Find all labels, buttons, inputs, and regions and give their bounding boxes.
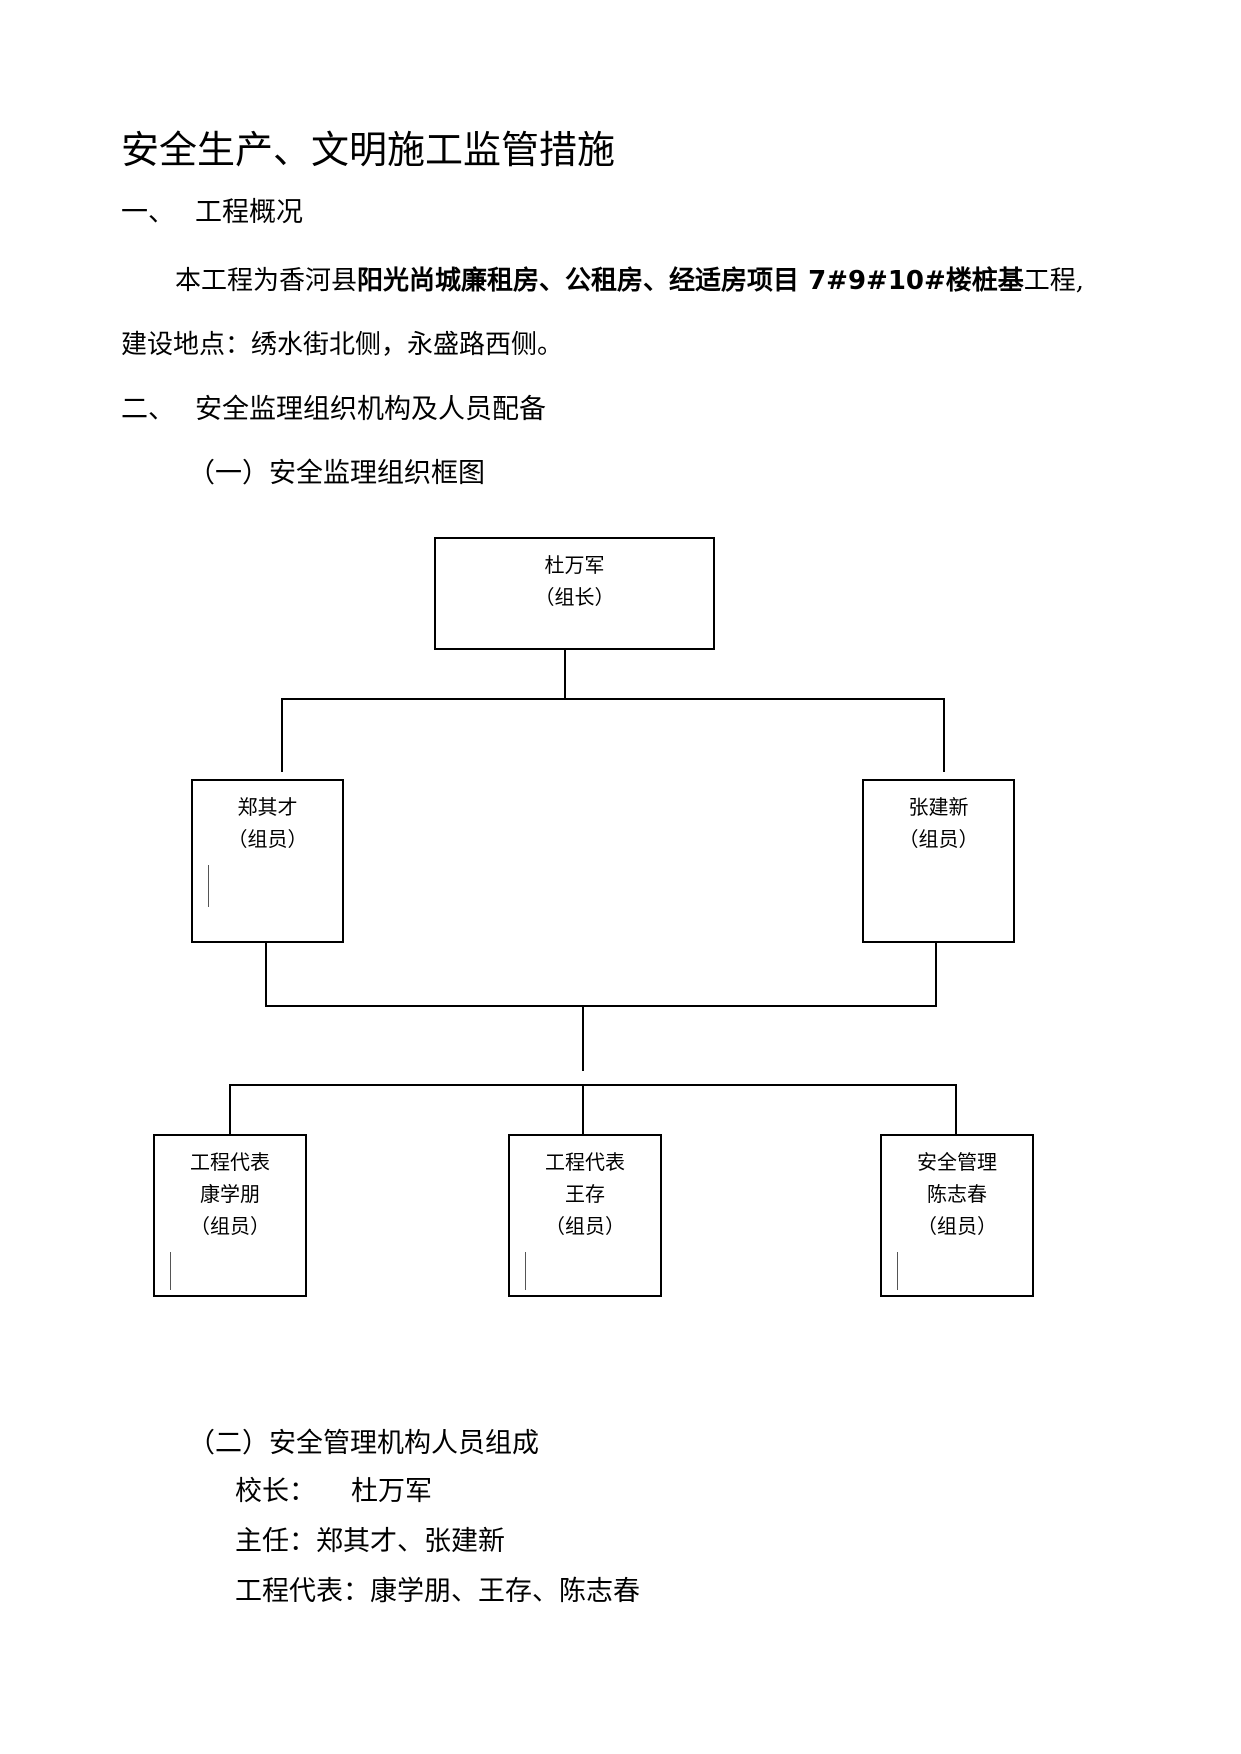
connector-level2-left (281, 698, 283, 772)
section2-heading: 二、安全监理组织机构及人员配备 (121, 393, 546, 427)
staff-1-name: 康学朋 (200, 1182, 260, 1206)
para-pre: 本工程为香河县 (175, 266, 358, 296)
members-line-2: 主任：郑其才、张建新 (235, 1526, 505, 1557)
subsection-org-chart-heading: （一）安全监理组织框图 (188, 458, 485, 489)
project-name: 阳光尚城廉租房、公租房、经适房项目 7#9#10#楼桩基 (357, 266, 1024, 296)
connector-member-2-down (935, 943, 937, 1007)
member-2-name: 张建新 (908, 795, 969, 819)
member-2-role: （组员） (898, 827, 979, 851)
member-1-name: 郑其才 (237, 795, 298, 819)
connector-merge-down (582, 1005, 584, 1071)
org-box-member-2: 张建新 （组员） (862, 779, 1015, 943)
staff-3-role: （组员） (917, 1214, 997, 1238)
connector-level3-right (955, 1084, 957, 1135)
members-line-1-value: 杜万军 (351, 1476, 432, 1507)
page-title: 安全生产、文明施工监管措施 (121, 128, 616, 172)
org-box-member-1: 郑其才 （组员） (191, 779, 344, 943)
members-line-1-label: 校长： (235, 1476, 316, 1507)
org-box-staff-1: 工程代表 康学朋 （组员） (153, 1134, 307, 1297)
section1-number: 一、 (121, 197, 175, 228)
staff-2-role: （组员） (545, 1214, 625, 1238)
connector-member-1-down (265, 943, 267, 1007)
para-post: 工程, (1023, 266, 1085, 296)
connector-level3-horizontal (229, 1084, 957, 1086)
subsection-members-heading: （二）安全管理机构人员组成 (188, 1428, 539, 1459)
section1-paragraph: 本工程为香河县阳光尚城廉租房、公租房、经适房项目 7#9#10#楼桩基工程, (175, 264, 1084, 298)
org-box-staff-3: 安全管理 陈志春 （组员） (880, 1134, 1034, 1297)
leader-name: 杜万军 (544, 553, 605, 577)
staff-1-role: （组员） (190, 1214, 270, 1238)
text-cursor (170, 1252, 171, 1290)
members-line-1: 校长： 杜万军 (235, 1474, 432, 1510)
connector-leader-down (564, 650, 566, 698)
connector-level3-middle (582, 1084, 584, 1135)
section1-location: 建设地点：绣水街北侧，永盛路西侧。 (121, 330, 564, 360)
staff-3-title: 安全管理 (917, 1150, 997, 1174)
text-cursor (525, 1252, 526, 1290)
connector-merge-horizontal (265, 1005, 937, 1007)
staff-2-title: 工程代表 (545, 1150, 625, 1174)
text-cursor (208, 865, 209, 907)
org-box-staff-2: 工程代表 王存 （组员） (508, 1134, 662, 1297)
leader-role: （组长） (534, 585, 615, 609)
member-1-role: （组员） (227, 827, 308, 851)
staff-1-title: 工程代表 (190, 1150, 270, 1174)
text-cursor (897, 1252, 898, 1290)
connector-level3-left (229, 1084, 231, 1135)
staff-2-name: 王存 (565, 1182, 605, 1206)
section2-heading-text: 安全监理组织机构及人员配备 (195, 394, 546, 425)
staff-3-name: 陈志春 (927, 1182, 987, 1206)
members-line-3: 工程代表：康学朋、王存、陈志春 (235, 1576, 640, 1607)
section1-heading-text: 工程概况 (195, 197, 303, 228)
section1-heading: 一、工程概况 (121, 196, 303, 230)
section2-number: 二、 (121, 394, 175, 425)
connector-level2-horizontal (281, 698, 945, 700)
connector-level2-right (943, 698, 945, 772)
org-box-leader: 杜万军 （组长） (434, 537, 715, 650)
